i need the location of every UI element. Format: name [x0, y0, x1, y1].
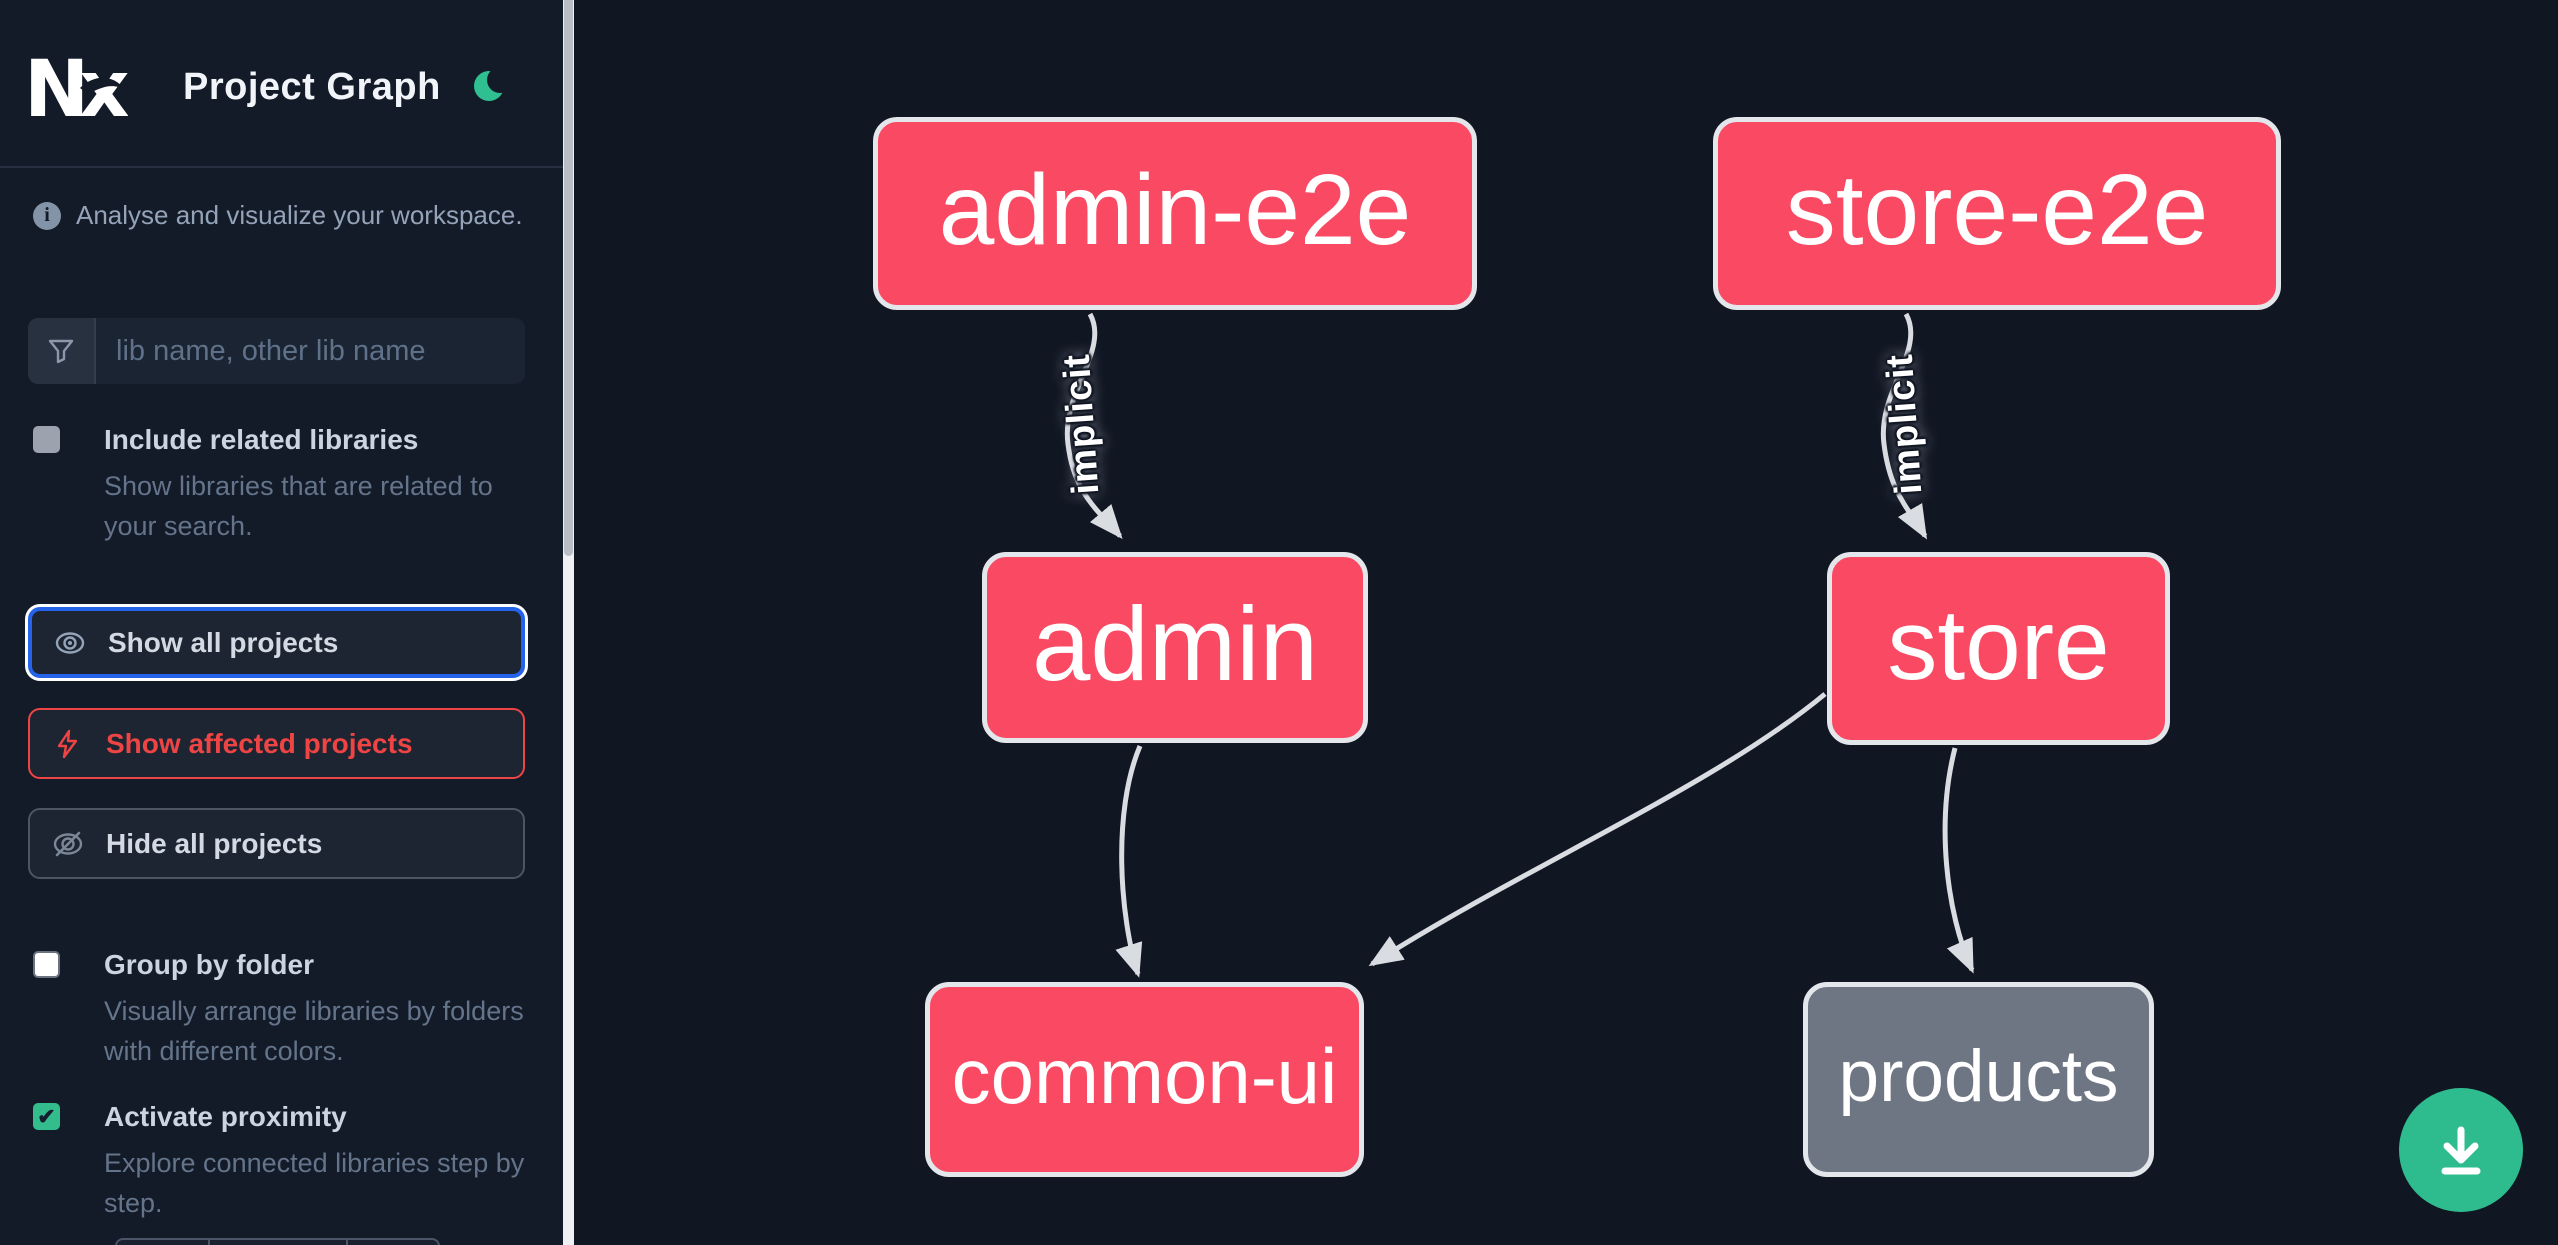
toggle-description: Show libraries that are related to your … [104, 471, 493, 541]
toggle-description: Explore connected libraries step by step… [104, 1148, 525, 1218]
checkbox-include-related-libraries[interactable] [33, 426, 60, 453]
eye-icon [55, 631, 85, 654]
depth-increment-segment[interactable] [346, 1240, 438, 1245]
dark-mode-toggle-moon-icon[interactable] [470, 66, 510, 106]
toggle-label: Group by folder [104, 949, 314, 980]
nx-logo-icon: Nx [28, 45, 128, 130]
toggle-description: Visually arrange libraries by folders wi… [104, 996, 524, 1066]
node-store-e2e[interactable]: store-e2e [1713, 117, 2281, 310]
show-affected-projects-button[interactable]: Show affected projects [28, 708, 525, 779]
node-common-ui[interactable]: common-ui [925, 982, 1364, 1177]
sidebar-scrollbar-thumb[interactable] [564, 0, 573, 556]
edge-admin-e2e-to-admin [1064, 312, 1123, 540]
button-label: Hide all projects [106, 827, 323, 859]
sidebar: Nx Project Graph i Analyse and visualize… [0, 0, 563, 1245]
button-label: Show affected projects [106, 727, 413, 759]
show-all-projects-button[interactable]: Show all projects [28, 607, 525, 678]
edge-store-e2e-to-store [1880, 312, 1928, 540]
svg-text:Nx: Nx [28, 45, 128, 130]
checkbox-activate-proximity-checked[interactable]: ✔ [33, 1103, 60, 1130]
download-graph-button[interactable] [2399, 1088, 2523, 1212]
sidebar-header: Nx Project Graph [0, 0, 563, 168]
graph-edges [1064, 312, 1975, 978]
node-products[interactable]: products [1803, 982, 2154, 1177]
edge-admin-to-common-ui [1115, 745, 1143, 978]
workspace-tagline: Analyse and visualize your workspace. [76, 200, 523, 230]
bolt-icon [57, 729, 78, 758]
workspace-tagline-row: i Analyse and visualize your workspace. [33, 200, 523, 231]
download-icon [2441, 1126, 2481, 1175]
checkbox-group-by-folder[interactable] [33, 951, 60, 978]
sidebar-scrollbar[interactable] [563, 0, 574, 1245]
node-store[interactable]: store [1827, 552, 2170, 745]
depth-decrement-segment[interactable] [117, 1240, 208, 1245]
depth-value-segment [208, 1240, 346, 1245]
info-icon: i [33, 201, 61, 230]
toggle-label: Include related libraries [104, 424, 419, 455]
node-admin-e2e[interactable]: admin-e2e [873, 117, 1477, 310]
search-input[interactable] [96, 318, 525, 384]
filter-icon [28, 318, 96, 384]
eye-off-icon [53, 831, 83, 856]
hide-all-projects-button[interactable]: Hide all projects [28, 808, 525, 879]
page-title: Project Graph [183, 66, 441, 108]
toggle-label: Activate proximity [104, 1101, 347, 1132]
proximity-depth-control[interactable] [115, 1238, 440, 1245]
button-label: Show all projects [108, 626, 339, 658]
search-box [28, 318, 525, 384]
edge-store-to-products [1942, 747, 1975, 974]
edge-store-to-common-ui [1368, 692, 1827, 967]
node-admin[interactable]: admin [982, 552, 1368, 743]
graph-canvas[interactable]: implicit implicit admin-e2e store-e2e ad… [574, 0, 2558, 1245]
